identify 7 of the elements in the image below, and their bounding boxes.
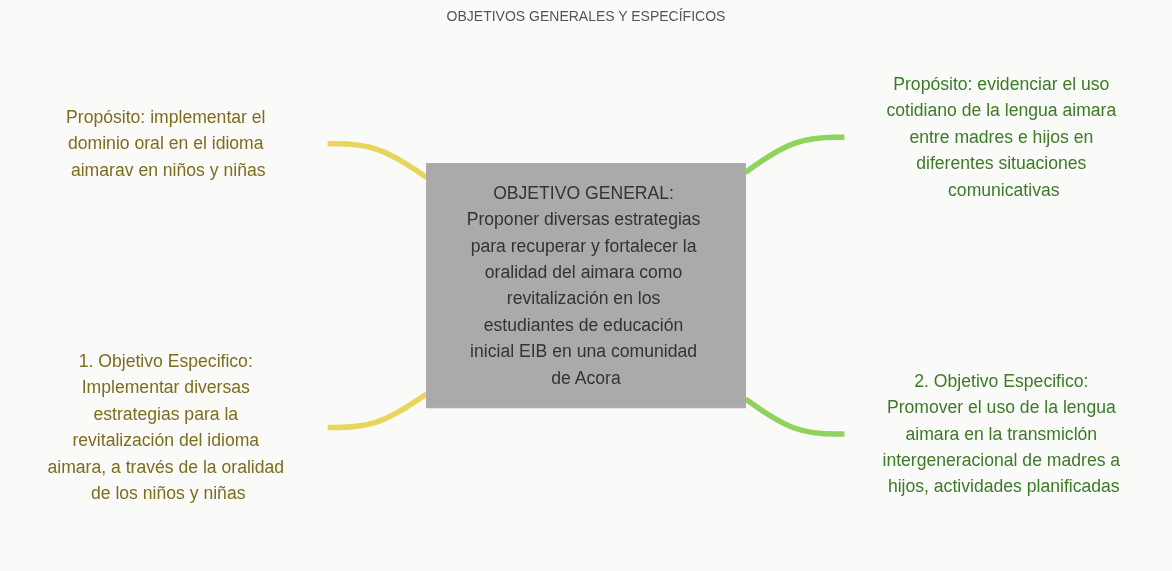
node-text: 2. Objetivo Especifico: Promover el uso de la lengua aimara en la transmiclón intergeneracional de madres a hijos, actividades planificadas: [882, 371, 1121, 496]
node-box: OBJETIVO GENERAL: Proponer diversas estrategias para recuperar y fortalecer la oralidad del aimara como revitalización en los estudiantes de educación inicial EIB en una comunidad de Acora: [426, 163, 746, 409]
node-text: Propósito: evidenciar el uso cotidiano de la lengua aimara entre madres e hijos en diferentes situaciones comunicativas: [886, 74, 1117, 199]
connector: [743, 396, 845, 437]
node-text: Propósito: implementar el dominio oral en el idioma aimarav en niños y niñas: [66, 107, 266, 180]
node-text: 1. Objetivo Especifico: Implementar diversas estrategias para la revitalización del idioma aimara, a través de la oralidad de los niños y niñas: [47, 351, 285, 503]
diagram-title: OBJETIVOS GENERALES Y ESPECÍFICOS: [445, 8, 727, 24]
